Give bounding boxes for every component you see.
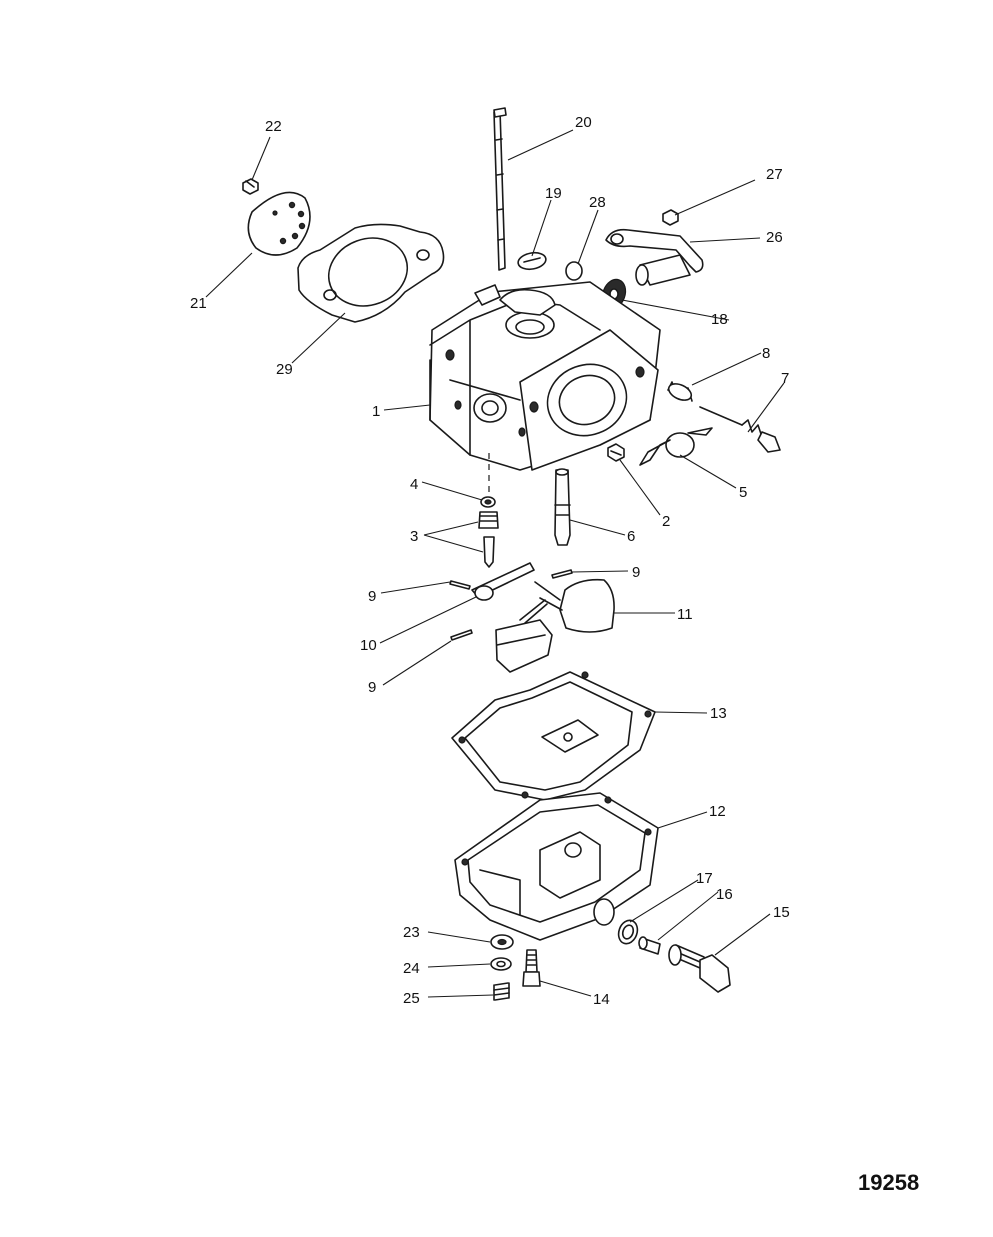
- callout-11: 11: [677, 606, 693, 623]
- callout-13: 13: [710, 705, 727, 722]
- part-11-float: [495, 578, 615, 673]
- part-4-washer: [480, 496, 496, 508]
- callout-6: 6: [627, 528, 635, 545]
- callout-28: 28: [589, 194, 606, 211]
- part-3-needle-seat: [478, 511, 499, 568]
- part-16-jet: [638, 936, 661, 955]
- part-17-washer: [617, 919, 639, 945]
- callout-26: 26: [766, 229, 783, 246]
- callout-21: 21: [190, 295, 207, 312]
- part-9-pin-b: [551, 569, 573, 579]
- callout-5: 5: [739, 484, 747, 501]
- part-13-gasket: [451, 671, 656, 801]
- part-12-float-bowl: [454, 792, 659, 941]
- part-14-screw: [522, 949, 541, 987]
- callout-15: 15: [773, 904, 790, 921]
- part-5-lever: [639, 427, 713, 466]
- callout-25: 25: [403, 990, 420, 1007]
- callout-8: 8: [762, 345, 770, 362]
- callout-3: 3: [410, 528, 418, 545]
- part-7-needle: [699, 406, 781, 453]
- part-29-gasket: [297, 223, 445, 323]
- callout-16: 16: [716, 886, 733, 903]
- callout-9a: 9: [368, 588, 376, 605]
- callout-14: 14: [593, 991, 610, 1008]
- part-9-pin-c: [450, 629, 473, 641]
- part-25-spring: [493, 982, 510, 1001]
- callout-24: 24: [403, 960, 420, 977]
- part-15-plug: [668, 944, 731, 993]
- part-1-carburetor-body: [429, 281, 661, 471]
- callout-1: 1: [372, 403, 380, 420]
- part-23-washer: [490, 934, 514, 950]
- part-19-disc: [517, 251, 547, 271]
- part-26-lever: [605, 228, 704, 286]
- leader-lines: [205, 129, 785, 998]
- callout-20: 20: [575, 114, 592, 131]
- part-24-washer: [490, 957, 512, 971]
- callout-23: 23: [403, 924, 420, 941]
- callout-7: 7: [781, 370, 789, 387]
- part-6-nozzle: [554, 468, 571, 546]
- callout-17: 17: [696, 870, 713, 887]
- callout-19: 19: [545, 185, 562, 202]
- callout-27: 27: [766, 166, 783, 183]
- callout-10: 10: [360, 637, 377, 654]
- figure-number: 19258: [858, 1170, 920, 1195]
- callout-4: 4: [410, 476, 418, 493]
- callout-9c: 9: [368, 679, 376, 696]
- part-27-screw: [662, 209, 679, 226]
- part-10-float-pin: [471, 562, 535, 601]
- callout-12: 12: [709, 803, 726, 820]
- part-21-cover-plate: [247, 191, 311, 256]
- part-28-washer: [565, 261, 583, 281]
- part-2-screw: [607, 443, 625, 462]
- part-22-screw: [242, 178, 259, 195]
- callout-29: 29: [276, 361, 293, 378]
- part-8-spring: [667, 381, 693, 402]
- part-20-shaft: [493, 107, 507, 271]
- part-9-pin-a: [449, 580, 471, 590]
- callout-9b: 9: [632, 564, 640, 581]
- callout-2: 2: [662, 513, 670, 530]
- callout-18: 18: [711, 311, 728, 328]
- callout-22: 22: [265, 118, 282, 135]
